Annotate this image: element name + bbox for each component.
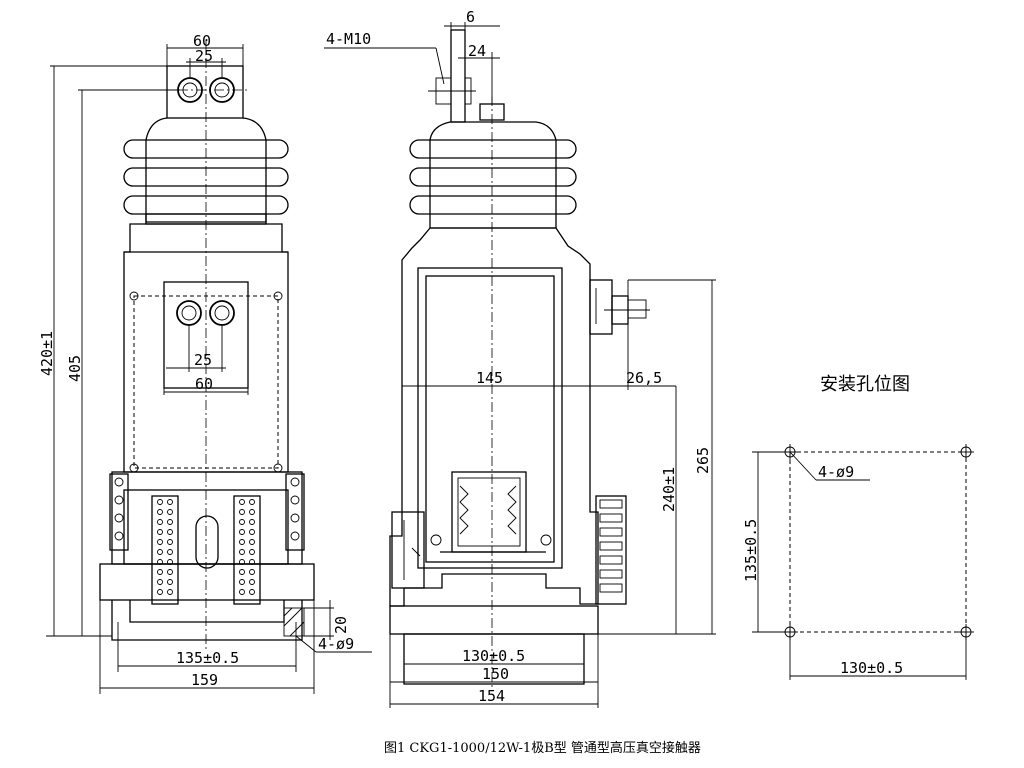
front-height-total: 420±1	[38, 331, 56, 376]
hole-layout-vertical: 135±0.5	[742, 519, 760, 582]
figure-caption: 图1 CKG1-1000/12W-1极B型 管通型高压真空接触器	[384, 740, 701, 756]
front-base-height: 20	[332, 616, 350, 634]
side-base-width: 150	[482, 665, 509, 683]
side-plate-thickness: 6	[466, 8, 475, 26]
side-inner-width: 145	[476, 369, 503, 387]
side-offset: 26,5	[626, 369, 662, 387]
hole-layout-horizontal: 130±0.5	[840, 659, 903, 677]
hole-layout-callout: 4-ø9	[818, 463, 854, 481]
side-height-total: 265	[694, 447, 712, 474]
side-height-mid: 240±1	[660, 467, 678, 512]
side-overall-width: 154	[478, 687, 505, 705]
front-base-width: 159	[191, 671, 218, 689]
front-mid-width: 60	[195, 375, 213, 393]
side-bolt-callout: 4-M10	[326, 30, 371, 48]
front-top-spacing: 25	[195, 47, 213, 65]
hole-layout: 安装孔位图 4-ø9 135±0.5 130±0.5	[742, 374, 974, 680]
side-mount-spacing: 130±0.5	[462, 647, 525, 665]
front-mount-spacing: 135±0.5	[176, 649, 239, 667]
side-bolt-offset: 24	[468, 42, 486, 60]
front-top-width: 60	[193, 32, 211, 50]
front-mid-spacing: 25	[194, 351, 212, 369]
front-hole-callout: 4-ø9	[318, 635, 354, 653]
front-height-terminal: 405	[66, 355, 84, 382]
front-view: 60 25 25 60 420±1 405 135±0.5 159	[38, 32, 372, 694]
hole-layout-title: 安装孔位图	[820, 374, 910, 395]
side-view: 4-M10 6 24 145 26,5 240±1 265 130±0.5 15…	[324, 8, 716, 708]
